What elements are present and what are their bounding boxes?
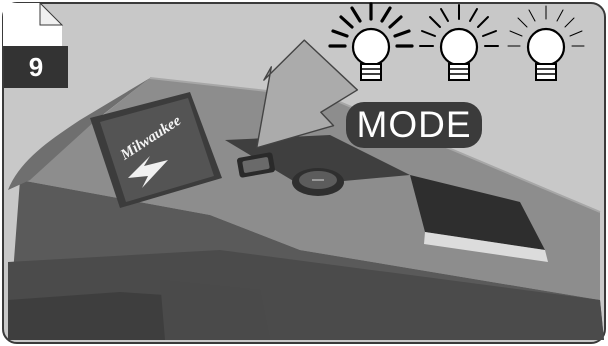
step-number: 9 (4, 46, 68, 88)
power-button-icon (292, 168, 344, 196)
mode-label: MODE (346, 102, 482, 148)
